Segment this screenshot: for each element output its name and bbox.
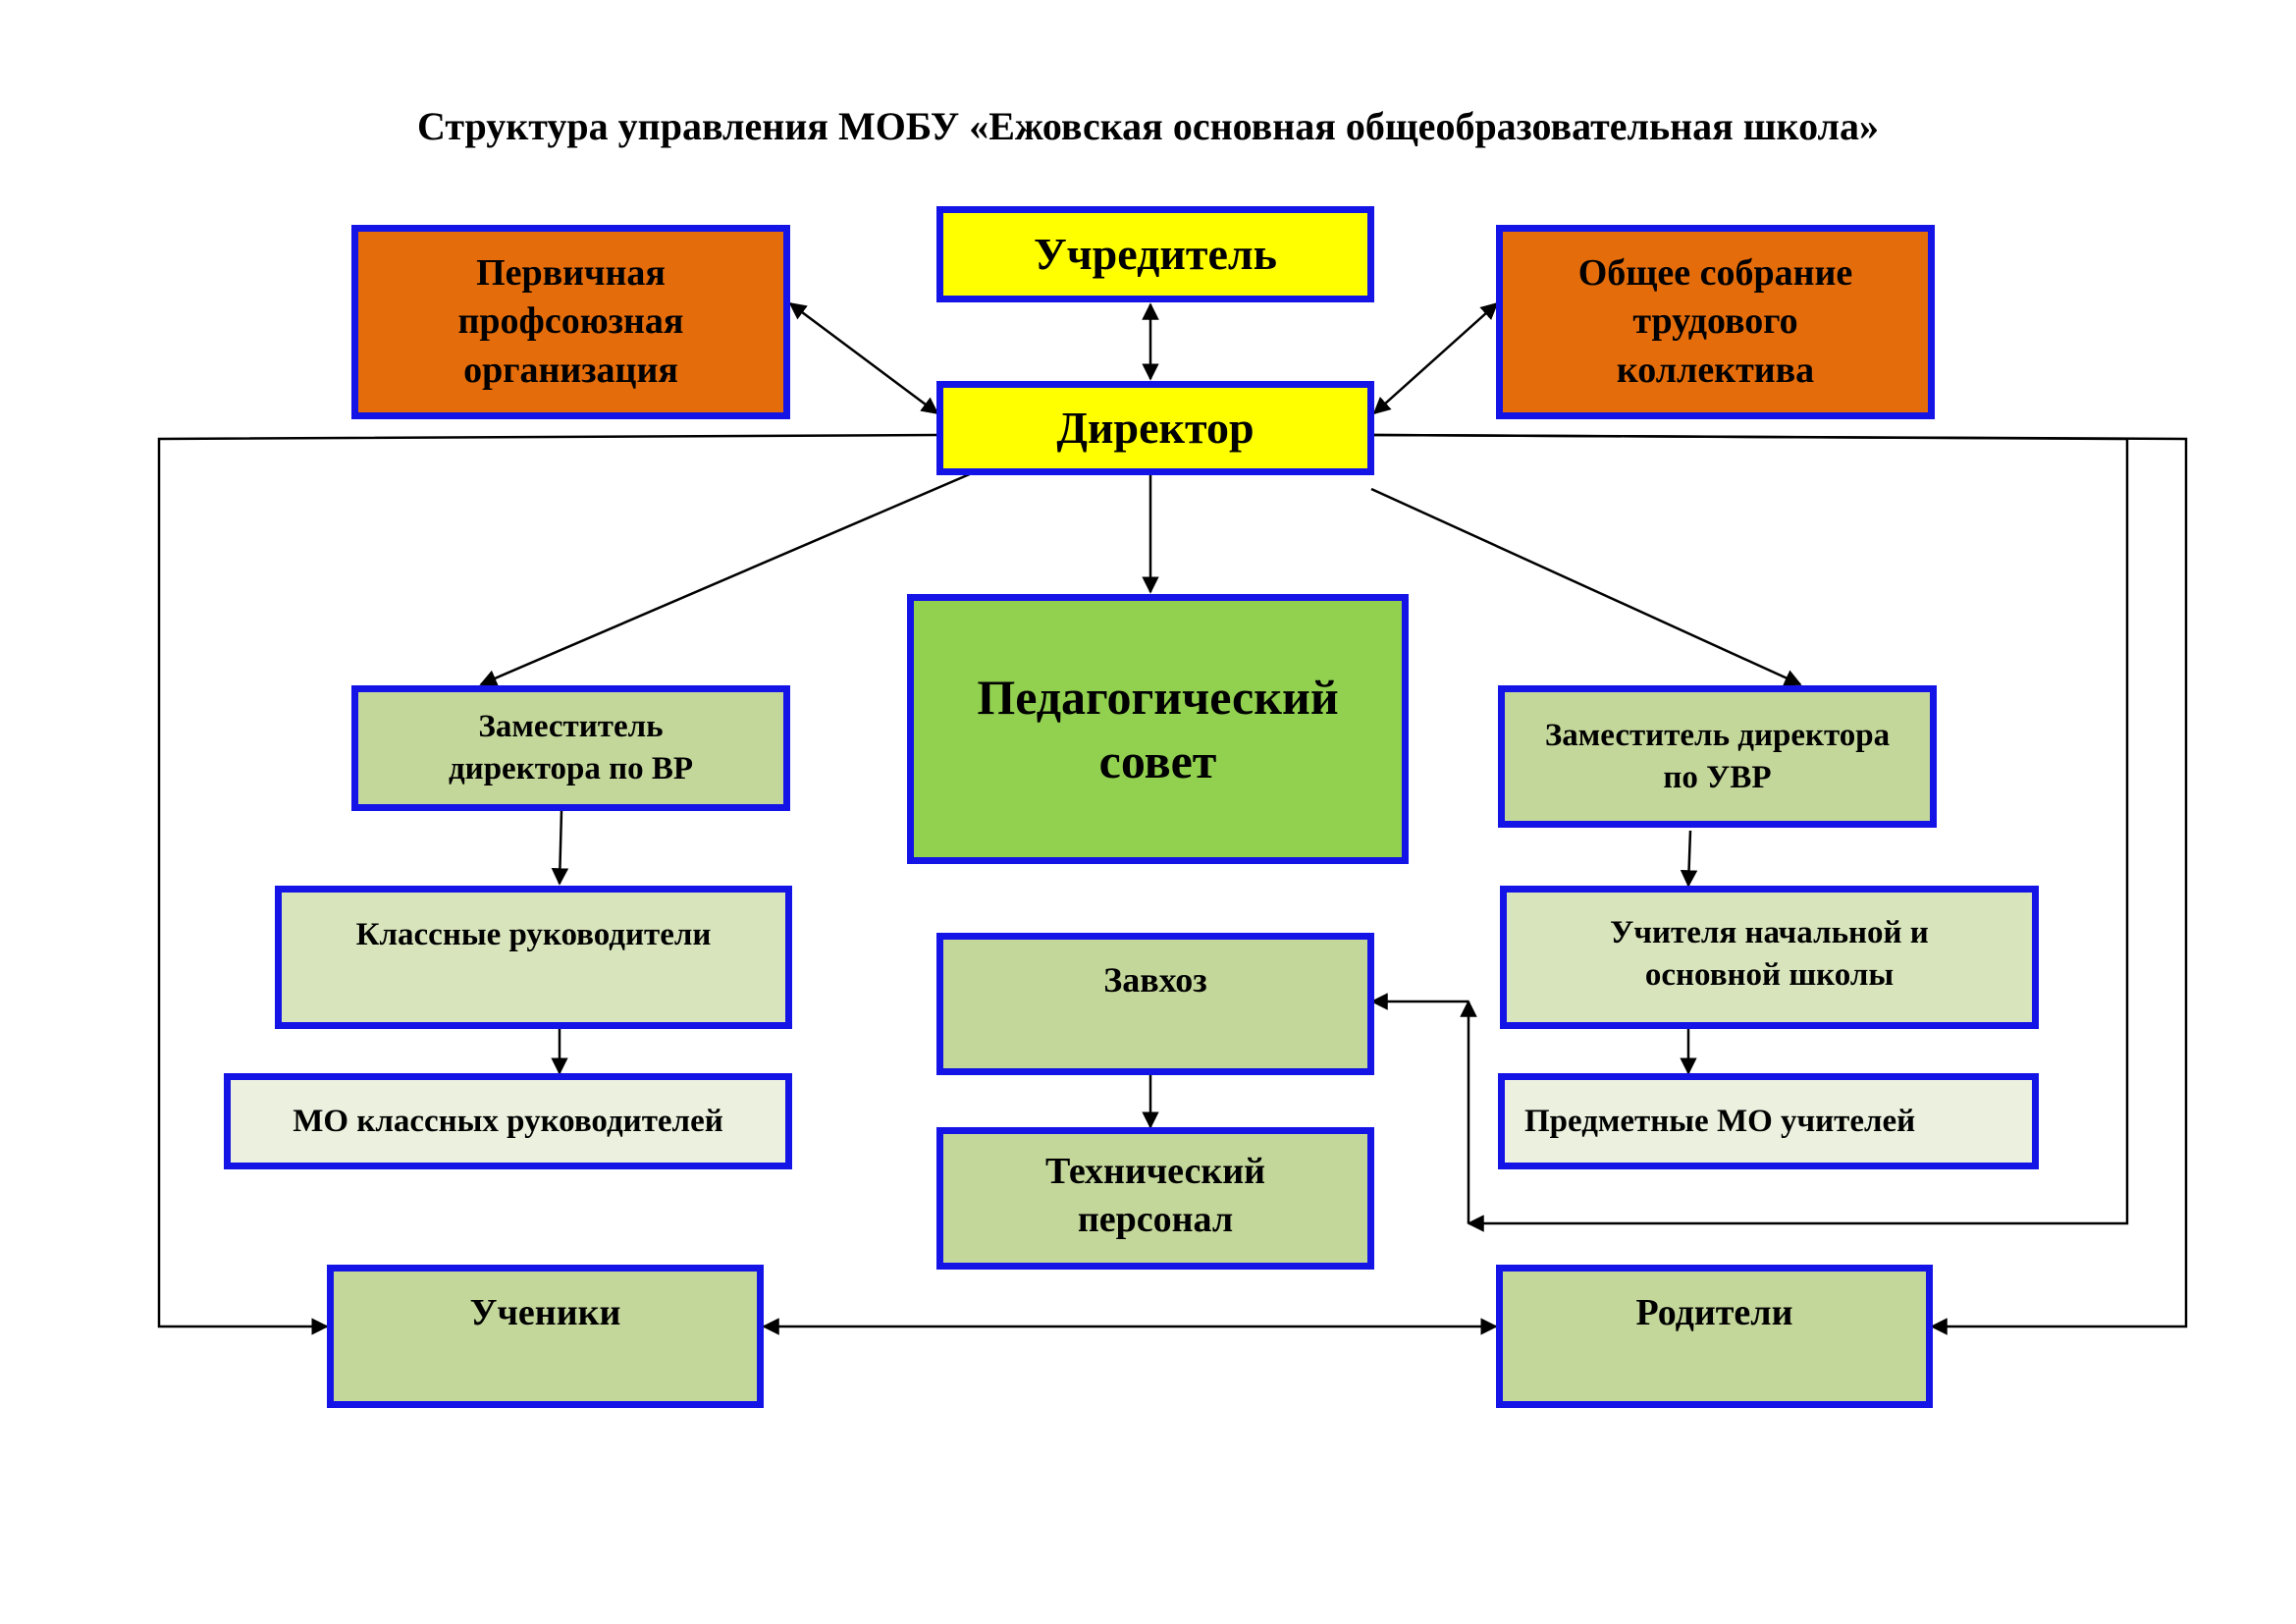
- parents-label: Родители: [1635, 1292, 1793, 1333]
- arrow-director-supply: [1373, 433, 2129, 1232]
- parents-box: Родители: [1496, 1265, 1933, 1408]
- class-teachers-box: Классные руководители: [275, 886, 792, 1029]
- tech-staff-box: Технический персонал: [936, 1127, 1374, 1270]
- arrow-union-director: [788, 301, 939, 415]
- arrow-deputy-uvr-teachers: [1680, 830, 1698, 888]
- teachers-label: Учителя начальной и основной школы: [1610, 915, 1929, 993]
- supply-manager-box: Завхоз: [936, 933, 1374, 1075]
- ped-council-box: Педагогический совет: [907, 594, 1409, 864]
- deputy-uvr-label: Заместитель директора по УВР: [1544, 717, 1891, 795]
- subject-mo-box: Предметные МО учителей: [1498, 1073, 2039, 1169]
- chart-title: Структура управления МОБУ «Ежовская осно…: [417, 104, 1879, 148]
- director-box: Директор: [936, 381, 1374, 475]
- deputy-vr-box: Заместитель директора по ВР: [351, 685, 790, 811]
- class-teachers-label: Классные руководители: [355, 917, 712, 952]
- founder-label: Учредитель: [1033, 229, 1277, 280]
- trade-union-box: Первичная профсоюзная организация: [351, 225, 790, 419]
- students-label: Ученики: [469, 1292, 621, 1333]
- ped-council-label: Педагогический совет: [977, 669, 1339, 788]
- trade-union-label: Первичная профсоюзная организация: [457, 251, 684, 391]
- director-label: Директор: [1056, 403, 1255, 454]
- deputy-uvr-box: Заместитель директора по УВР: [1498, 685, 1937, 828]
- founder-box: Учредитель: [936, 206, 1374, 302]
- mo-class-teachers-box: МО классных руководителей: [224, 1073, 792, 1169]
- arrow-deputy-vr-class-teachers: [551, 810, 569, 886]
- arrow-director-parents: [1373, 433, 2188, 1335]
- mo-class-teachers-label: МО классных руководителей: [293, 1103, 723, 1139]
- supply-manager-label: Завхоз: [1103, 960, 1207, 1000]
- deputy-vr-label: Заместитель директора по ВР: [448, 709, 694, 786]
- general-meeting-box: Общее собрание трудового коллектива: [1496, 225, 1935, 419]
- arrow-director-students: [157, 433, 938, 1335]
- tech-staff-label: Технический персонал: [1044, 1151, 1266, 1241]
- arrow-director-deputy-uvr: [1370, 487, 1802, 686]
- students-box: Ученики: [327, 1265, 764, 1408]
- subject-mo-label: Предметные МО учителей: [1524, 1103, 1916, 1139]
- arrow-director-deputy-vr: [479, 471, 973, 686]
- teachers-box: Учителя начальной и основной школы: [1500, 886, 2039, 1029]
- arrow-meeting-director: [1372, 301, 1499, 415]
- general-meeting-label: Общее собрание трудового коллектива: [1577, 251, 1853, 391]
